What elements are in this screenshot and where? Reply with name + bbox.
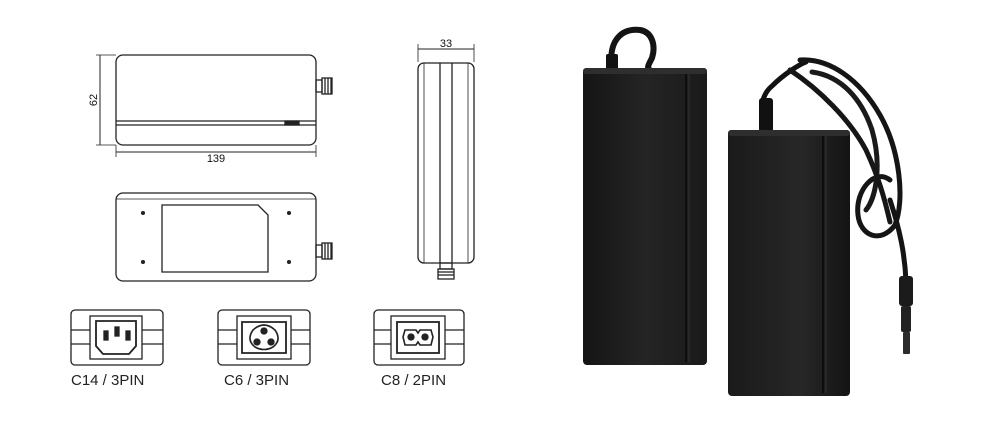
top-view-drawing <box>96 54 333 157</box>
depth-dimension-label: 33 <box>440 38 452 50</box>
height-dimension-label: 62 <box>88 94 100 106</box>
c6-inlet-icon <box>217 309 311 366</box>
bottom-view-drawing <box>115 192 333 282</box>
c8-label: C8 / 2PIN <box>381 372 447 389</box>
width-dimension-label: 139 <box>207 153 225 165</box>
adapter-photo <box>583 26 913 396</box>
c14-inlet-icon <box>70 309 164 366</box>
c8-inlet-icon <box>373 309 465 366</box>
c14-label: C14 / 3PIN <box>71 372 145 389</box>
c6-label: C6 / 3PIN <box>224 372 290 389</box>
side-view-drawing <box>417 44 475 280</box>
